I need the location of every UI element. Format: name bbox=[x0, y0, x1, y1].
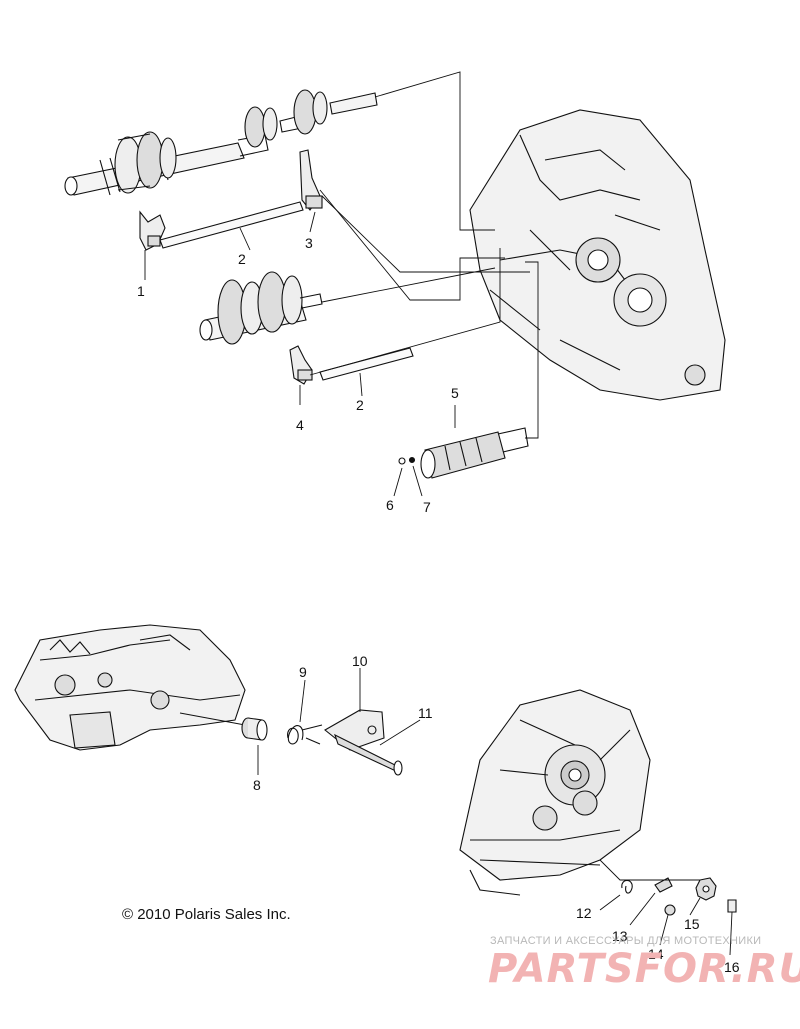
callout-15: 15 bbox=[684, 916, 700, 932]
callout-4: 4 bbox=[296, 417, 304, 433]
shift-fork-3 bbox=[299, 149, 323, 211]
callout-14: 14 bbox=[648, 946, 664, 962]
shift-rod-lower bbox=[319, 347, 414, 381]
copyright-text: © 2010 Polaris Sales Inc. bbox=[122, 906, 291, 923]
detent-spring bbox=[621, 879, 633, 894]
watermark-tagline: ЗАПЧАСТИ И АКСЕССУАРЫ ДЛЯ МОТОТЕХНИКИ bbox=[490, 935, 762, 947]
callout-11: 11 bbox=[418, 705, 433, 721]
callout-12: 12 bbox=[576, 905, 592, 921]
shift-fork-1 bbox=[139, 210, 166, 251]
shift-shaft-assembly bbox=[324, 709, 403, 776]
shift-star-wheel bbox=[695, 877, 717, 901]
watermark-logo: PARTSFOR.RU bbox=[488, 946, 800, 992]
callout-3: 3 bbox=[305, 235, 313, 251]
callout-2-lower: 2 bbox=[356, 397, 364, 413]
callout-7: 7 bbox=[423, 499, 431, 515]
crankcase bbox=[469, 109, 726, 401]
callout-5: 5 bbox=[451, 385, 459, 401]
return-spring bbox=[287, 724, 323, 745]
counter-shaft bbox=[199, 271, 323, 345]
callout-1: 1 bbox=[137, 283, 145, 299]
shift-fork-4 bbox=[289, 345, 313, 385]
callout-9: 9 bbox=[299, 664, 307, 680]
callout-6: 6 bbox=[386, 497, 394, 513]
clutch-cover bbox=[459, 689, 651, 896]
shift-bushing bbox=[241, 717, 268, 741]
callout-10: 10 bbox=[352, 653, 368, 669]
callout-16: 16 bbox=[724, 959, 740, 975]
callout-13: 13 bbox=[612, 928, 628, 944]
main-shaft bbox=[64, 89, 378, 196]
shift-drum bbox=[398, 427, 529, 479]
engine-side-view bbox=[14, 624, 246, 751]
shift-rod-upper bbox=[159, 201, 304, 249]
star-wheel-bolt bbox=[727, 899, 737, 913]
callout-8: 8 bbox=[253, 777, 261, 793]
callout-2-upper: 2 bbox=[238, 251, 246, 267]
detent-nut bbox=[664, 904, 676, 916]
